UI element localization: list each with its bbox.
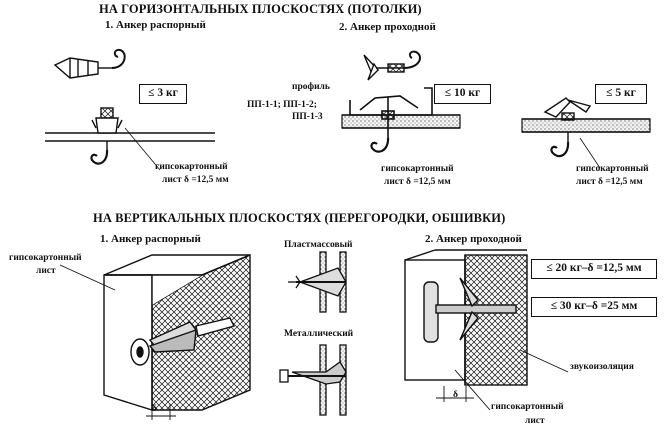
v-board-right-line2: лист [525,416,545,426]
profile-label: профиль [292,82,330,92]
v-thickness-dim-left [59,264,176,420]
v-board-right-line1: гипсокартонный [491,402,564,412]
delta-label-right: δ [453,390,458,400]
v-anchor2-label: 2. Анкер проходной [425,233,522,245]
h-board1-line2: лист δ =12,5 мм [162,175,229,185]
h-board3-line1: гипсокартонный [576,164,649,174]
v-anchor1-label: 1. Анкер распорный [100,233,201,245]
h-anchor1-label: 1. Анкер распорный [105,19,206,31]
h-board1-line1: гипсокартонный [155,162,228,172]
h-board2-line2: лист δ =12,5 мм [384,177,451,187]
v-wall-block-right [404,249,528,386]
v-load-box-2: ≤ 30 кг–δ =25 мм [531,297,657,317]
h-anchor3-installed-icon [543,97,601,169]
insulation-label: звукоизоляция [570,362,634,372]
v-right-dims [436,349,569,411]
h-load-box-2: ≤ 10 кг [434,84,491,104]
v-board-left-line2: лист [36,266,56,276]
profile-types-line1: ПП-1-1; ПП-1-2; [247,100,317,110]
vertical-section-title: НА ВЕРТИКАЛЬНЫХ ПЛОСКОСТЯХ (ПЕРЕГОРОДКИ,… [93,211,506,225]
h-anchor2-loose-icon [363,50,421,81]
v-anchor1-spreading-icon [130,317,236,366]
h-profile-channel [349,87,433,153]
plastic-anchor-icon [288,251,347,313]
v-load-box-1: ≤ 20 кг–δ =12,5 мм [531,259,657,279]
v-anchor2-toggle-icon [423,277,517,343]
profile-types-line2: ПП-1-3 [292,112,323,122]
plastic-anchor-label: Пластмассовый [284,240,353,250]
h-ceiling1-board [45,132,215,142]
h-ceiling3-board [521,118,651,133]
h-board2-line1: гипсокартонный [381,164,454,174]
metal-anchor-icon [279,344,347,416]
h-load-box-3: ≤ 5 кг [595,84,647,104]
h-anchor1-installed-icon [90,107,161,171]
h-board3-line2: лист δ =12,5 мм [576,177,643,187]
h-load-box-1: ≤ 3 кг [139,84,187,104]
h-anchor1-loose-icon [53,48,126,79]
h-ceiling2-board [341,114,461,129]
metal-anchor-label: Металлический [284,329,354,339]
v-board-left-line1: гипсокартонный [9,253,82,263]
horizontal-section-title: НА ГОРИЗОНТАЛЬНЫХ ПЛОСКОСТЯХ (ПОТОЛКИ) [99,2,422,16]
h-anchor2-label: 2. Анкер проходной [339,21,436,33]
